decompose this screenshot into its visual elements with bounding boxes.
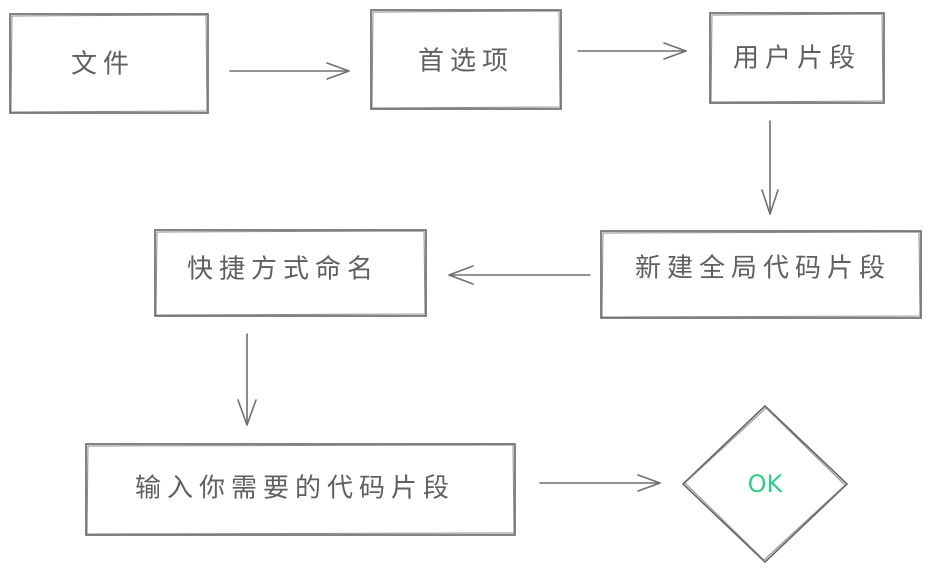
node-ok-label: OK [748, 470, 784, 498]
arrow-file-to-preferences [229, 62, 350, 80]
node-input-snippet: 输入你需要的代码片段 [85, 443, 516, 536]
node-file-label: 文件 [71, 50, 135, 80]
node-new-global-snippet-label: 新建全局代码片段 [635, 254, 891, 284]
arrow-preferences-to-user-snippets [577, 42, 687, 60]
node-shortcut-naming: 快捷方式命名 [154, 229, 427, 317]
node-new-global-snippet: 新建全局代码片段 [600, 230, 922, 319]
node-file: 文件 [9, 13, 209, 114]
arrow-new-global-to-shortcut [448, 265, 591, 285]
arrow-input-to-ok [539, 474, 661, 492]
node-user-snippets: 用户片段 [709, 12, 885, 104]
node-user-snippets-label: 用户片段 [733, 44, 861, 74]
node-input-snippet-label: 输入你需要的代码片段 [135, 474, 455, 504]
arrow-user-snippets-to-new-global [761, 120, 779, 215]
node-preferences: 首选项 [370, 9, 562, 110]
node-shortcut-naming-label: 快捷方式命名 [187, 255, 379, 285]
arrow-shortcut-to-input [237, 333, 257, 426]
node-preferences-label: 首选项 [418, 47, 514, 77]
node-ok: OK [681, 404, 849, 564]
